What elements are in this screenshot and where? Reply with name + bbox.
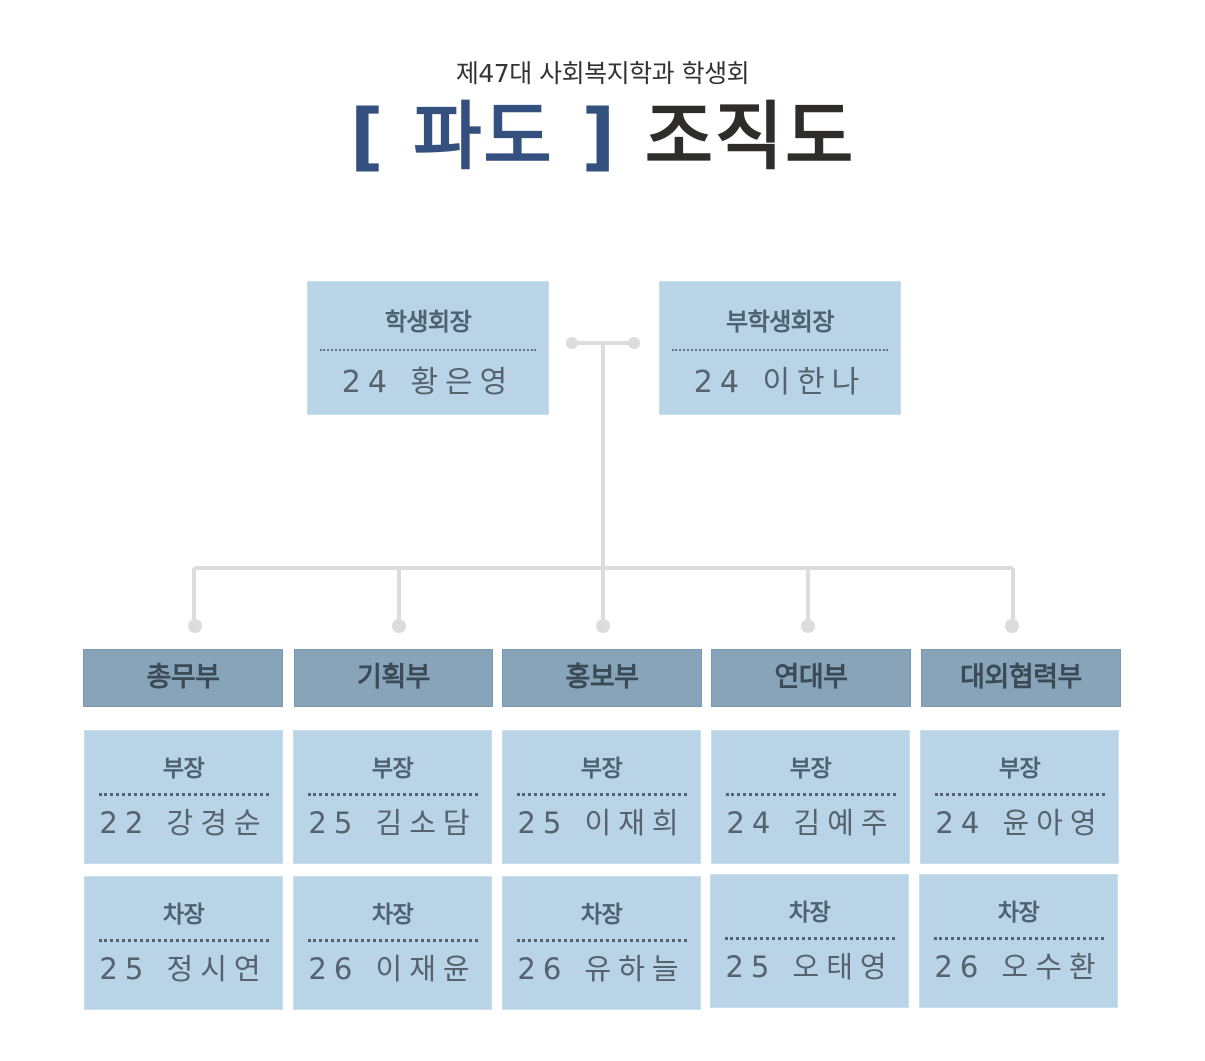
dept-header-publicity: 홍보부	[502, 649, 702, 707]
dept-head-box: 부장 25 이재희	[502, 730, 701, 864]
dotted-divider	[98, 939, 269, 942]
dotted-divider	[307, 793, 478, 796]
dept-deputy-box: 차장 26 이재윤	[293, 876, 492, 1010]
dotted-divider	[672, 349, 888, 351]
dept-head-box: 부장 24 윤아영	[920, 730, 1119, 864]
dept-header-general-affairs: 총무부	[83, 649, 283, 707]
dotted-divider	[320, 349, 536, 351]
dotted-divider	[307, 939, 478, 942]
role-label: 부장	[998, 756, 1041, 782]
dotted-divider	[725, 793, 896, 796]
title-accent: [ 파도 ]	[349, 94, 618, 180]
member-name: 25 이재희	[517, 806, 686, 840]
dotted-divider	[933, 937, 1104, 940]
dept-deputy-box: 차장 26 유하늘	[502, 876, 701, 1010]
dept-deputy-box: 차장 26 오수환	[919, 874, 1118, 1008]
role-label: 부장	[789, 756, 832, 782]
dotted-divider	[934, 793, 1105, 796]
dept-head-box: 부장 25 김소담	[293, 730, 492, 864]
dept-deputy-box: 차장 25 오태영	[710, 874, 909, 1008]
council-subtitle: 제47대 사회복지학과 학생회	[455, 59, 750, 88]
president-box: 학생회장 24 황은영	[307, 281, 549, 415]
dept-header-planning: 기획부	[294, 649, 493, 707]
member-name: 26 오수환	[934, 950, 1103, 984]
member-name: 26 이재윤	[308, 952, 477, 986]
role-label: 차장	[580, 902, 623, 928]
member-name: 22 강경순	[99, 806, 268, 840]
role-label: 부학생회장	[726, 308, 834, 336]
member-name: 24 윤아영	[935, 806, 1104, 840]
vice-president-box: 부학생회장 24 이한나	[659, 281, 901, 415]
dept-header-external-relations: 대외협력부	[921, 649, 1121, 707]
role-label: 차장	[371, 902, 414, 928]
dotted-divider	[98, 793, 269, 796]
dotted-divider	[516, 793, 687, 796]
member-name: 25 김소담	[308, 806, 477, 840]
member-name: 24 김예주	[726, 806, 895, 840]
role-label: 차장	[162, 902, 205, 928]
member-name: 25 정시연	[99, 952, 268, 986]
role-label: 부장	[162, 756, 205, 782]
member-name: 24 황은영	[341, 365, 515, 400]
page-title: [ 파도 ] 조직도	[0, 92, 1205, 182]
dept-deputy-box: 차장 25 정시연	[84, 876, 283, 1010]
role-label: 차장	[788, 900, 831, 926]
role-label: 부장	[580, 756, 623, 782]
dotted-divider	[724, 937, 895, 940]
member-name: 26 유하늘	[517, 952, 686, 986]
member-name: 25 오태영	[725, 950, 894, 984]
dotted-divider	[516, 939, 687, 942]
title-main: 조직도	[644, 94, 856, 180]
role-label: 학생회장	[384, 308, 472, 336]
dept-head-box: 부장 22 강경순	[84, 730, 283, 864]
dept-head-box: 부장 24 김예주	[711, 730, 910, 864]
role-label: 차장	[997, 900, 1040, 926]
dept-header-solidarity: 연대부	[711, 649, 911, 707]
member-name: 24 이한나	[693, 365, 867, 400]
role-label: 부장	[371, 756, 414, 782]
